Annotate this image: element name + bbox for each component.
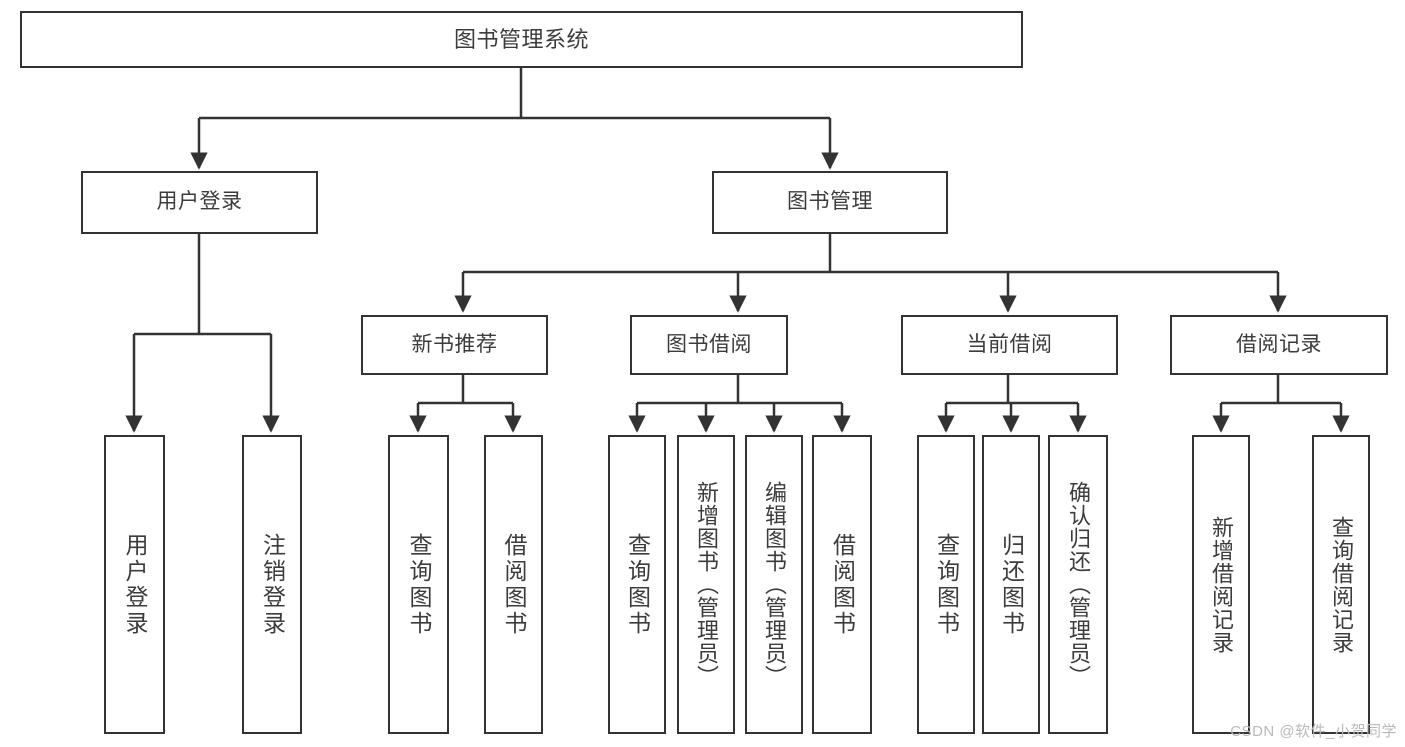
node-label: 新书推荐	[411, 332, 498, 356]
leaf-add-book-admin[interactable]: 新增图书（管理员）	[677, 435, 735, 734]
node-label: 新增图书（管理员）	[694, 481, 719, 688]
node-label: 借阅记录	[1236, 332, 1322, 356]
leaf-return-book[interactable]: 归还图书	[982, 435, 1040, 734]
node-label: 借阅图书	[829, 532, 856, 637]
node-label: 查询图书	[624, 532, 651, 637]
leaf-user-login[interactable]: 用户登录	[104, 435, 165, 734]
leaf-query-borrow-record[interactable]: 查询借阅记录	[1312, 435, 1370, 734]
leaf-borrow-book[interactable]: 借阅图书	[812, 435, 872, 734]
node-label: 注销登录	[259, 532, 286, 637]
leaf-add-borrow-record[interactable]: 新增借阅记录	[1192, 435, 1250, 734]
node-label: 查询图书	[406, 532, 432, 637]
node-label: 借阅图书	[501, 532, 527, 637]
leaf-query-book-current[interactable]: 查询图书	[917, 435, 975, 734]
node-user-login[interactable]: 用户登录	[81, 171, 318, 234]
csdn-watermark: CSDN @软件_小贺同学	[1230, 723, 1397, 740]
leaf-query-book-recommend[interactable]: 查询图书	[388, 435, 449, 734]
leaf-confirm-return-admin[interactable]: 确认归还（管理员）	[1048, 435, 1108, 734]
leaf-edit-book-admin[interactable]: 编辑图书（管理员）	[745, 435, 803, 734]
leaf-query-book-borrow[interactable]: 查询图书	[608, 435, 666, 734]
node-label: 查询借阅记录	[1329, 515, 1354, 654]
node-label: 用户登录	[156, 190, 243, 214]
node-label: 确认归还（管理员）	[1066, 481, 1091, 688]
node-root-book-management-system[interactable]: 图书管理系统	[20, 11, 1023, 68]
node-new-book-recommend[interactable]: 新书推荐	[361, 315, 548, 375]
node-label: 归还图书	[998, 532, 1025, 637]
node-book-borrow[interactable]: 图书借阅	[630, 315, 788, 375]
node-label: 图书借阅	[666, 332, 752, 356]
leaf-logout[interactable]: 注销登录	[242, 435, 302, 734]
node-book-management[interactable]: 图书管理	[712, 171, 948, 234]
node-label: 图书管理系统	[453, 26, 589, 52]
node-label: 编辑图书（管理员）	[762, 481, 787, 688]
leaf-borrow-book-recommend[interactable]: 借阅图书	[484, 435, 543, 734]
node-label: 用户登录	[122, 532, 148, 637]
node-label: 图书管理	[787, 190, 873, 214]
node-borrow-record[interactable]: 借阅记录	[1170, 315, 1388, 375]
node-label: 当前借阅	[966, 332, 1053, 356]
node-current-borrow[interactable]: 当前借阅	[901, 315, 1118, 375]
node-label: 新增借阅记录	[1209, 515, 1234, 654]
node-label: 查询图书	[933, 532, 960, 637]
